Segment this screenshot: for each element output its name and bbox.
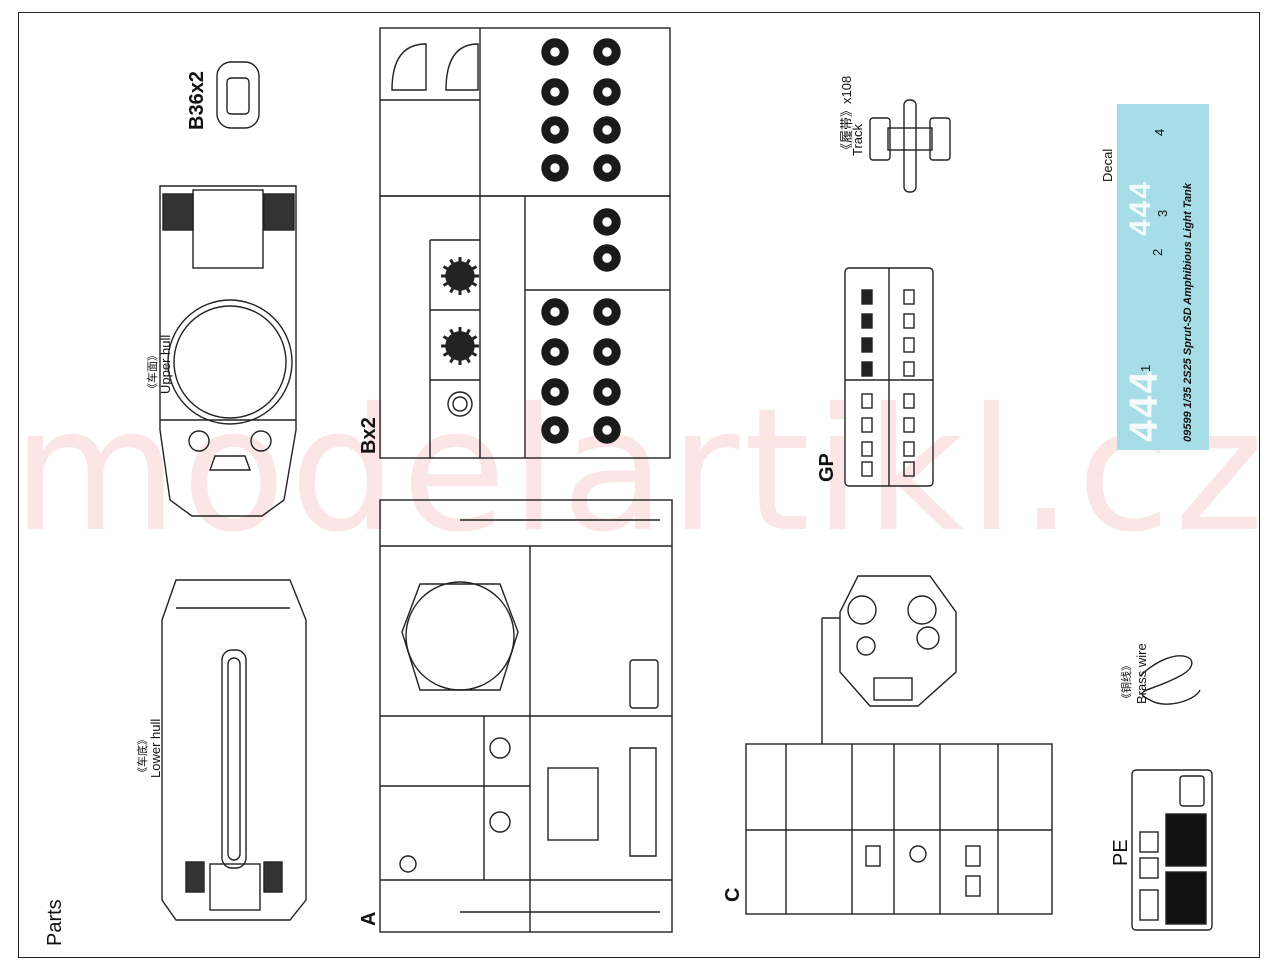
gp-parts — [861, 289, 915, 477]
decal-number-3: 3 — [1155, 209, 1170, 217]
sheet-border — [18, 12, 1260, 958]
decal-number-2: 2 — [1150, 248, 1165, 256]
brass-wire-cn-label: 《铜线》 — [1121, 660, 1133, 704]
a-sprue-label: A — [358, 911, 380, 926]
turret — [821, 575, 957, 744]
pe-label: PE — [1110, 839, 1132, 866]
gp-sprue-label: GP — [816, 453, 838, 482]
page-title: Parts — [44, 899, 66, 946]
upper-hull-label: Upper hull — [158, 334, 173, 394]
brass-wire-label: Brass wire — [1134, 643, 1149, 704]
b36-sprue — [216, 61, 260, 129]
track-label: Track — [850, 123, 865, 156]
b-sprue-label: Bx2 — [358, 417, 380, 454]
decal-sheet — [1117, 104, 1209, 450]
upper-hull — [159, 185, 297, 517]
decal-label: Decal — [1100, 148, 1115, 182]
decal-mark-large: 444 — [1122, 369, 1166, 442]
track-link — [869, 99, 951, 193]
lower-hull-label: Lower hull — [148, 718, 163, 778]
decal-sheet-text: 09599 1/35 2S25 Sprut-SD Amphibious Ligh… — [1182, 183, 1194, 442]
road-wheels — [541, 38, 621, 444]
decal-mark-small: 444 — [1124, 179, 1157, 236]
brass-wire-icon — [1139, 655, 1201, 705]
gp-sprue — [844, 267, 934, 487]
decal-number-4: 4 — [1152, 128, 1167, 136]
lower-hull — [161, 579, 307, 921]
a-sprue — [379, 499, 673, 933]
sprocket — [445, 331, 475, 361]
sprocket-wheels — [441, 257, 479, 365]
c-sprue — [745, 743, 1053, 915]
pe-fret — [1131, 769, 1213, 931]
b36-label: B36x2 — [186, 71, 208, 130]
sprocket — [445, 261, 475, 291]
b-sprue — [379, 27, 671, 459]
c-sprue-label: C — [722, 887, 744, 902]
decal-number-1: 1 — [1138, 364, 1153, 372]
